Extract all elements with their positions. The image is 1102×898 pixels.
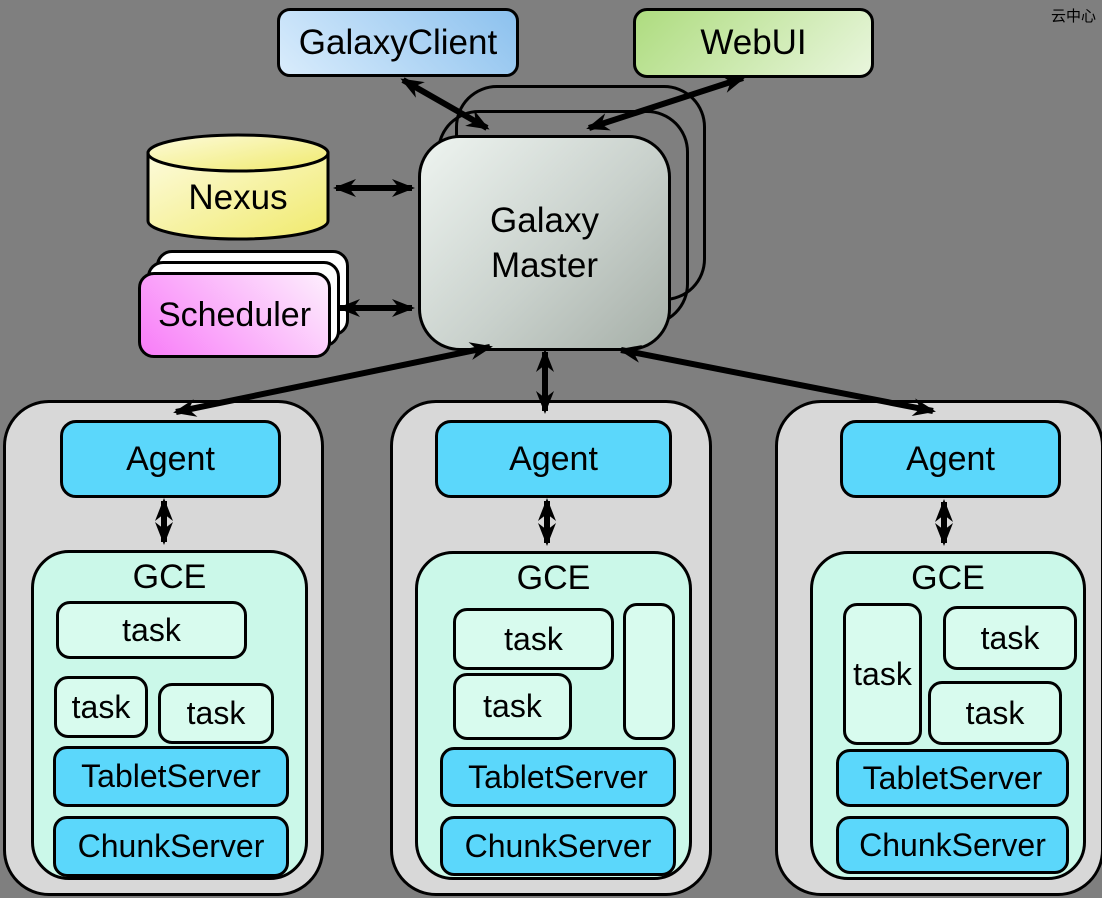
nexus-label: Nexus <box>188 178 287 217</box>
scheduler-node: Scheduler <box>138 272 331 358</box>
tablet-server-box: TabletServer <box>836 749 1069 807</box>
chunk-server-box: ChunkServer <box>836 816 1069 874</box>
task-box: task <box>453 673 572 740</box>
task-box: task <box>453 608 614 670</box>
gce-label: GCE <box>132 558 207 596</box>
task-box: task <box>56 601 247 659</box>
nexus-database-cylinder: Nexus <box>146 133 330 241</box>
agent-label: Agent <box>509 439 598 478</box>
agent-node-3: Agent <box>840 420 1061 498</box>
chunk-server-box: ChunkServer <box>440 816 676 876</box>
chunk-server-box: ChunkServer <box>53 816 289 877</box>
task-box: task <box>158 683 274 744</box>
agent-label: Agent <box>126 439 215 478</box>
webui-label: WebUI <box>700 23 807 62</box>
galaxy-client-node: GalaxyClient <box>277 8 519 77</box>
gce-node-3: GCE task task task TabletServer ChunkSer… <box>810 551 1086 880</box>
galaxy-client-label: GalaxyClient <box>298 22 498 62</box>
cylinder-top <box>146 133 330 173</box>
task-box: task <box>928 681 1062 745</box>
node-group-1: Agent GCE task task task TabletServer Ch… <box>3 400 324 896</box>
gce-label: GCE <box>911 559 985 597</box>
empty-task-slot <box>623 603 675 740</box>
galaxy-master-node: Galaxy Master <box>418 135 671 351</box>
task-box: task <box>54 676 148 738</box>
galaxy-master-label-line1: Galaxy <box>490 201 599 240</box>
tablet-server-box: TabletServer <box>53 746 289 807</box>
cylinder-body <box>146 151 330 241</box>
watermark-text: 云中心 <box>1050 8 1096 25</box>
node-group-2: Agent GCE task task TabletServer ChunkSe… <box>390 400 712 896</box>
tablet-server-box: TabletServer <box>440 747 676 807</box>
agent-node-1: Agent <box>60 420 281 498</box>
galaxy-master-label-line2: Master <box>491 246 598 285</box>
agent-node-2: Agent <box>435 420 672 498</box>
node-group-3: Agent GCE task task task TabletServer Ch… <box>775 400 1102 896</box>
task-box: task <box>843 603 922 745</box>
agent-label: Agent <box>906 439 995 478</box>
webui-node: WebUI <box>633 8 874 78</box>
gce-node-2: GCE task task TabletServer ChunkServer <box>415 551 692 880</box>
scheduler-label: Scheduler <box>157 295 312 334</box>
gce-node-1: GCE task task task TabletServer ChunkSer… <box>31 550 308 880</box>
gce-label: GCE <box>516 559 591 597</box>
task-box: task <box>943 606 1077 670</box>
